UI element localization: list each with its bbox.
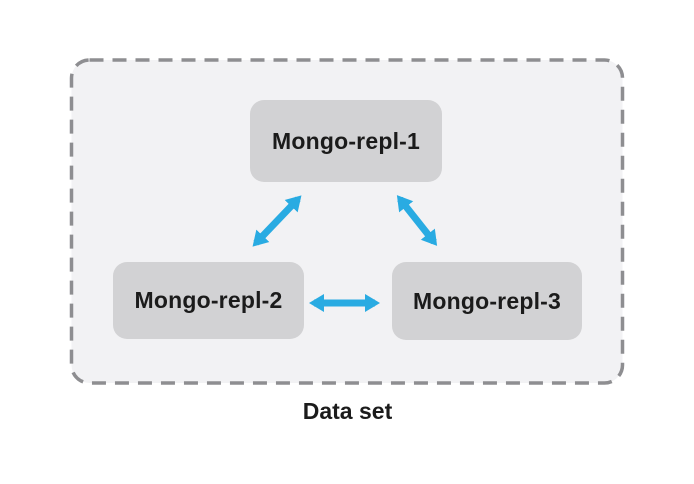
arrow-repl1-repl3 [396, 195, 438, 246]
node-label: Mongo-repl-2 [134, 287, 283, 313]
node-mongo-repl-2: Mongo-repl-2 [113, 262, 304, 339]
node-mongo-repl-1: Mongo-repl-1 [250, 100, 442, 182]
node-label: Mongo-repl-3 [412, 287, 562, 314]
node-mongo-repl-3: Mongo-repl-3 [392, 262, 582, 340]
node-label: Mongo-repl-1 [271, 127, 421, 154]
dataset-label: Data set [302, 398, 393, 424]
arrow-repl1-repl2 [252, 195, 302, 247]
